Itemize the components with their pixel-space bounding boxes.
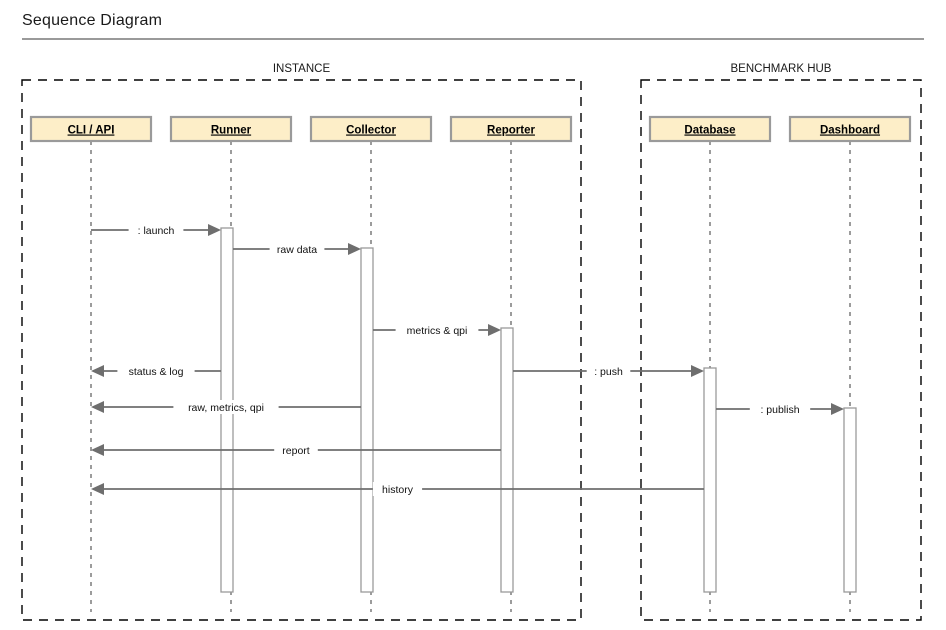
message-metrics-qpi[interactable]: metrics & qpi — [373, 323, 501, 337]
participant-runner-label: Runner — [211, 125, 252, 137]
instance-frame — [21, 79, 582, 621]
participants-layer: CLI / API Runner Collector Reporter Database… — [29, 115, 912, 143]
message-launch-label-bg — [128, 223, 184, 237]
messages-layer: : launch raw data metrics & qpi status & lo… — [91, 223, 844, 496]
message-launch-arrowhead — [208, 224, 221, 236]
activation-collector — [360, 247, 374, 593]
participant-cli-api[interactable]: CLI / API — [29, 115, 153, 143]
title-divider — [22, 38, 924, 40]
participant-dashboard-box — [788, 115, 912, 143]
participant-reporter-label: Reporter — [487, 125, 535, 137]
message-report-label: report — [282, 445, 310, 457]
message-push[interactable]: : push — [513, 364, 704, 378]
benchmark-hub-frame — [640, 79, 922, 621]
participant-cli-api-box — [29, 115, 153, 143]
message-raw-data-arrowhead — [348, 243, 361, 255]
message-launch[interactable]: : launch — [91, 223, 221, 237]
frames-layer: INSTANCE BENCHMARK HUB — [21, 63, 922, 621]
participant-collector-box — [309, 115, 433, 143]
participant-cli-api-label: CLI / API — [68, 125, 115, 137]
instance-frame-label: INSTANCE — [273, 63, 331, 75]
message-history-label-bg — [372, 482, 423, 496]
message-publish[interactable]: : publish — [716, 402, 844, 416]
participant-runner[interactable]: Runner — [169, 115, 293, 143]
message-history-label: history — [382, 484, 414, 496]
activations-layer — [220, 227, 857, 593]
activation-database — [703, 367, 717, 593]
message-metrics-qpi-label: metrics & qpi — [407, 325, 468, 337]
message-push-label: : push — [594, 366, 623, 378]
message-status-log[interactable]: status & log — [91, 364, 221, 378]
message-history[interactable]: history — [91, 482, 704, 496]
message-push-label-bg — [586, 364, 631, 378]
participant-dashboard-label: Dashboard — [820, 125, 880, 137]
message-metrics-qpi-label-bg — [395, 323, 479, 337]
message-raw-metrics-qpi-label-bg — [173, 400, 279, 414]
participant-database[interactable]: Database — [648, 115, 772, 143]
message-raw-data[interactable]: raw data — [233, 242, 361, 256]
participant-database-label: Database — [684, 125, 735, 137]
activation-reporter — [500, 327, 514, 593]
message-raw-metrics-qpi[interactable]: raw, metrics, qpi — [91, 400, 361, 414]
message-status-log-label-bg — [117, 364, 195, 378]
participant-dashboard[interactable]: Dashboard — [788, 115, 912, 143]
participant-collector-label: Collector — [346, 125, 396, 137]
activation-dashboard — [843, 407, 857, 593]
benchmark-hub-frame-label: BENCHMARK HUB — [731, 63, 832, 75]
participant-reporter[interactable]: Reporter — [449, 115, 573, 143]
message-publish-arrowhead — [831, 403, 844, 415]
participant-database-box — [648, 115, 772, 143]
message-report-arrowhead — [91, 444, 104, 456]
message-launch-label: : launch — [138, 225, 175, 237]
participant-runner-box — [169, 115, 293, 143]
participant-reporter-box — [449, 115, 573, 143]
message-report[interactable]: report — [91, 443, 501, 457]
message-publish-label: : publish — [760, 404, 799, 416]
message-push-arrowhead — [691, 365, 704, 377]
message-report-label-bg — [274, 443, 318, 457]
message-raw-data-label: raw data — [277, 244, 317, 256]
lifelines-layer — [90, 141, 851, 612]
message-status-log-arrowhead — [91, 365, 104, 377]
participant-collector[interactable]: Collector — [309, 115, 433, 143]
message-raw-metrics-qpi-arrowhead — [91, 401, 104, 413]
message-raw-data-label-bg — [269, 242, 325, 256]
page-title: Sequence Diagram — [22, 12, 163, 29]
message-history-arrowhead — [91, 483, 104, 495]
message-metrics-qpi-arrowhead — [488, 324, 501, 336]
message-publish-label-bg — [749, 402, 811, 416]
message-raw-metrics-qpi-label: raw, metrics, qpi — [188, 402, 264, 414]
message-status-log-label: status & log — [129, 366, 184, 378]
